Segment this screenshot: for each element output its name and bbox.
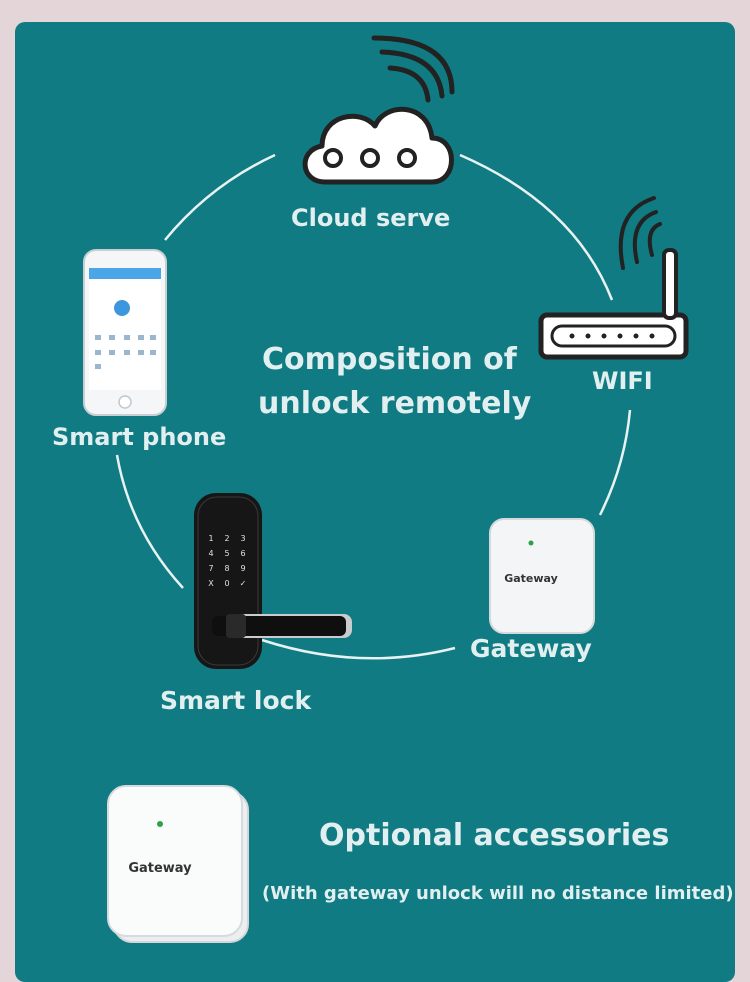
smart-lock-label: Smart lock bbox=[160, 686, 312, 715]
smartphone-label: Smart phone bbox=[52, 423, 227, 451]
keypad-key: X bbox=[208, 579, 214, 588]
gateway-device-label: Gateway bbox=[504, 572, 558, 585]
center-title-line1: Composition of bbox=[262, 342, 517, 377]
gateway-device-small: Gateway bbox=[489, 518, 595, 634]
arc-cloud-wifi bbox=[459, 153, 614, 301]
gateway-device-large: Gateway bbox=[107, 785, 249, 943]
gateway-label: Gateway bbox=[470, 634, 592, 663]
smartphone-illustration bbox=[83, 249, 167, 416]
keypad-key: ✓ bbox=[240, 579, 247, 588]
arc-lock-phone bbox=[115, 454, 184, 589]
smart-lock-illustration: 1 2 3 4 5 6 7 8 9 X 0 ✓ bbox=[194, 493, 352, 669]
arc-gateway-lock bbox=[261, 638, 456, 660]
keypad-key: 0 bbox=[224, 579, 229, 588]
keypad-key: 4 bbox=[208, 549, 213, 558]
arc-phone-cloud bbox=[164, 153, 276, 241]
keypad-key: 8 bbox=[224, 564, 229, 573]
lock-keypad: 1 2 3 4 5 6 7 8 9 X 0 ✓ bbox=[208, 534, 246, 588]
keypad-key: 5 bbox=[224, 549, 229, 558]
keypad-key: 7 bbox=[208, 564, 213, 573]
accessories-title: Optional accessories bbox=[319, 818, 670, 853]
wifi-router-icon bbox=[538, 196, 689, 360]
connection-arcs bbox=[115, 153, 632, 660]
cloud-signal-icon bbox=[371, 35, 455, 103]
keypad-key: 2 bbox=[224, 534, 229, 543]
diagram-graphics: 1 2 3 4 5 6 7 8 9 X 0 ✓ Gateway Gateway bbox=[83, 35, 689, 943]
keypad-key: 3 bbox=[240, 534, 245, 543]
keypad-key: 9 bbox=[240, 564, 245, 573]
gateway-large-device-label: Gateway bbox=[128, 861, 192, 876]
arc-wifi-gateway bbox=[598, 409, 632, 516]
keypad-key: 1 bbox=[208, 534, 213, 543]
keypad-key: 6 bbox=[240, 549, 245, 558]
phone-app-lock-icon bbox=[114, 300, 130, 316]
cloud-label: Cloud serve bbox=[291, 204, 451, 232]
center-title-line2: unlock remotely bbox=[258, 386, 532, 421]
accessories-note: (With gateway unlock will no distance li… bbox=[262, 883, 734, 904]
cloud-icon bbox=[302, 35, 455, 185]
gateway-led-icon bbox=[528, 540, 534, 546]
wifi-label: WIFI bbox=[592, 367, 653, 395]
wifi-signal-icon bbox=[618, 196, 662, 270]
gateway-large-led-icon bbox=[157, 821, 163, 827]
